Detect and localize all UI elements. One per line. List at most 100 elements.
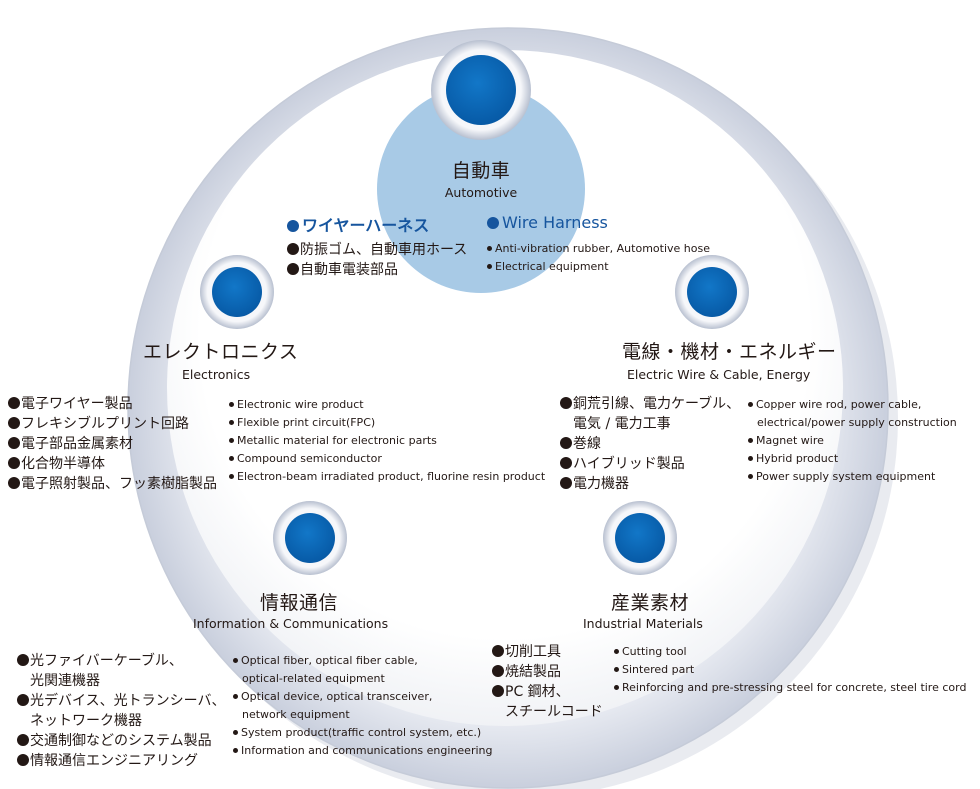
list-item: network equipment <box>242 708 350 721</box>
list-item: electrical/power supply construction <box>757 416 957 429</box>
list-item: フレキシブルプリント回路 <box>8 414 217 434</box>
list-item: System product(traffic control system, e… <box>233 724 492 742</box>
list-item: Electrical equipment <box>487 258 710 276</box>
energy-list-jp: 銅荒引線、電力ケーブル、 電気 / 電力工事 巻線 ハイブリッド製品 電力機器 <box>560 394 740 494</box>
bullet-icon <box>229 456 234 461</box>
bullet-icon <box>748 438 753 443</box>
list-item: Metallic material for electronic parts <box>229 432 545 450</box>
bullet-icon <box>233 694 238 699</box>
list-item: Information and communications engineeri… <box>233 742 492 760</box>
list-item: Compound semiconductor <box>229 450 545 468</box>
list-item: Cutting tool <box>614 643 966 661</box>
industrial-list-jp: 切削工具 焼結製品 PC 鋼材、 スチールコード <box>492 642 603 722</box>
bullet-icon <box>487 217 499 229</box>
bullet-icon <box>8 437 20 449</box>
automotive-highlight-jp: ワイヤーハーネス <box>287 212 429 236</box>
automotive-list-jp: 防振ゴム、自動車用ホース 自動車電装部品 <box>287 240 467 280</box>
info-list-en: Optical fiber, optical fiber cable, opti… <box>233 652 492 760</box>
list-item: 切削工具 <box>492 642 603 662</box>
info-title-jp: 情報通信 <box>260 592 339 614</box>
list-item: Power supply system equipment <box>748 468 957 486</box>
electronics-list-jp: 電子ワイヤー製品 フレキシブルプリント回路 電子部品金属素材 化合物半導体 電子… <box>8 394 217 494</box>
bullet-icon <box>233 748 238 753</box>
list-item: 自動車電装部品 <box>287 260 467 280</box>
list-item: ネットワーク機器 <box>30 713 142 729</box>
list-item: 化合物半導体 <box>8 454 217 474</box>
list-item: Magnet wire <box>748 432 957 450</box>
list-item: 電力機器 <box>560 474 740 494</box>
bullet-icon <box>287 220 299 232</box>
bullet-icon <box>560 437 572 449</box>
bullet-icon <box>748 402 753 407</box>
list-item: ハイブリッド製品 <box>560 454 740 474</box>
list-item: Electron-beam irradiated product, fluori… <box>229 468 545 486</box>
automotive-circle <box>377 85 585 293</box>
bullet-icon <box>229 474 234 479</box>
electronics-title-en: Electronics <box>182 367 251 382</box>
bullet-icon <box>492 685 504 697</box>
list-item: Anti-vibration rubber, Automotive hose <box>487 240 710 258</box>
list-item: Optical fiber, optical fiber cable, <box>233 652 492 670</box>
automotive-title-jp: 自動車 <box>451 160 511 182</box>
bullet-icon <box>614 667 619 672</box>
bullet-icon <box>229 438 234 443</box>
list-item: Optical device, optical transceiver, <box>233 688 492 706</box>
automotive-title-en: Automotive <box>444 185 518 200</box>
list-item: 巻線 <box>560 434 740 454</box>
bullet-icon <box>560 477 572 489</box>
list-item: Sintered part <box>614 661 966 679</box>
hub-electronics <box>200 255 274 329</box>
list-item: Electronic wire product <box>229 396 545 414</box>
list-item: Flexible print circuit(FPC) <box>229 414 545 432</box>
list-item: optical-related equipment <box>242 672 385 685</box>
bullet-icon <box>560 397 572 409</box>
list-item: 電子部品金属素材 <box>8 434 217 454</box>
list-item: 電気 / 電力工事 <box>573 416 671 432</box>
hub-automotive <box>431 40 531 140</box>
outer-ring-edge <box>127 27 889 789</box>
list-item: 光ファイバーケーブル、 <box>17 651 225 671</box>
info-title-en: Information & Communications <box>193 616 389 631</box>
bullet-icon <box>17 734 29 746</box>
energy-title-jp: 電線・機材・エネルギー <box>622 341 837 363</box>
list-item: Copper wire rod, power cable, <box>748 396 957 414</box>
bullet-icon <box>8 477 20 489</box>
bullet-icon <box>8 397 20 409</box>
bullet-icon <box>17 694 29 706</box>
automotive-highlight-en: Wire Harness <box>487 213 608 232</box>
bullet-icon <box>233 658 238 663</box>
list-item: PC 鋼材、 <box>492 682 603 702</box>
list-item: 電子ワイヤー製品 <box>8 394 217 414</box>
list-item: 光関連機器 <box>30 673 100 689</box>
bullet-icon <box>492 665 504 677</box>
electronics-title-jp: エレクトロニクス <box>143 341 299 363</box>
bullet-icon <box>614 685 619 690</box>
bullet-icon <box>560 457 572 469</box>
bullet-icon <box>17 654 29 666</box>
industrial-title-en: Industrial Materials <box>583 616 703 631</box>
list-item: Hybrid product <box>748 450 957 468</box>
bullet-icon <box>487 264 492 269</box>
bullet-icon <box>614 649 619 654</box>
hub-information <box>273 501 347 575</box>
list-item: 交通制御などのシステム製品 <box>17 731 225 751</box>
automotive-list-en: Anti-vibration rubber, Automotive hose E… <box>487 240 710 276</box>
energy-title-en: Electric Wire & Cable, Energy <box>627 367 811 382</box>
list-item: 銅荒引線、電力ケーブル、 <box>560 394 740 414</box>
bullet-icon <box>748 474 753 479</box>
bullet-icon <box>8 417 20 429</box>
energy-list-en: Copper wire rod, power cable, electrical… <box>748 396 957 486</box>
bullet-icon <box>229 420 234 425</box>
list-item: Reinforcing and pre-stressing steel for … <box>614 679 966 697</box>
list-item: 光デバイス、光トランシーバ、 <box>17 691 225 711</box>
bullet-icon <box>229 402 234 407</box>
industrial-title-jp: 産業素材 <box>611 592 690 614</box>
bullet-icon <box>8 457 20 469</box>
bullet-icon <box>233 730 238 735</box>
bullet-icon <box>487 246 492 251</box>
industrial-list-en: Cutting tool Sintered part Reinforcing a… <box>614 643 966 697</box>
list-item: 情報通信エンジニアリング <box>17 751 225 771</box>
electronics-list-en: Electronic wire product Flexible print c… <box>229 396 545 486</box>
list-item: 防振ゴム、自動車用ホース <box>287 240 467 260</box>
